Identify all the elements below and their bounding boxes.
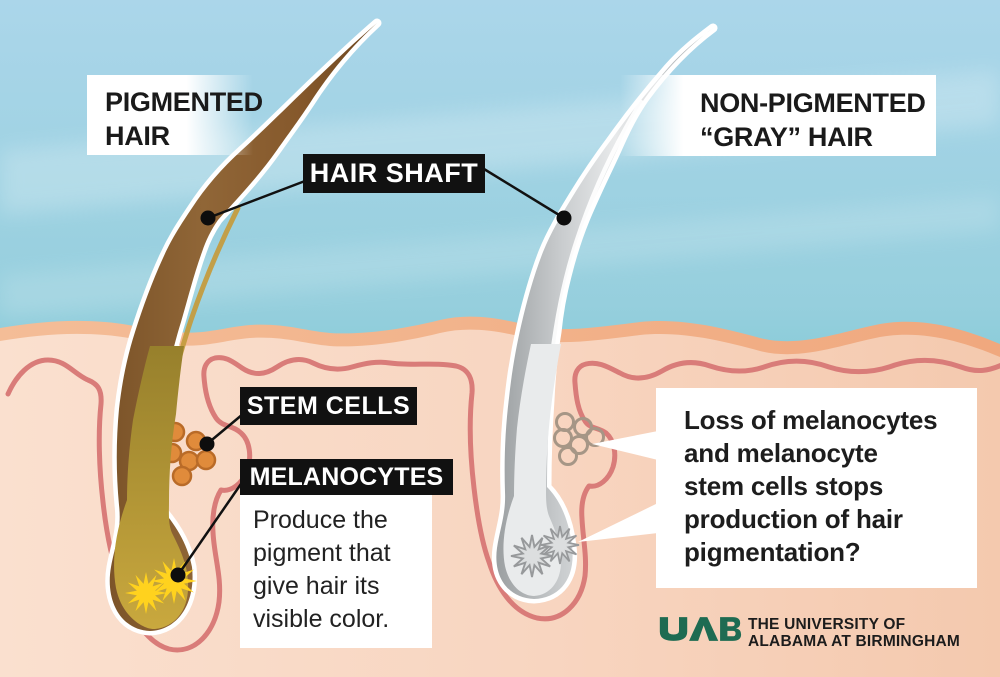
- note-pointer-to-melanocytes: [578, 503, 658, 542]
- leader-dot: [170, 567, 186, 583]
- pigmented-hair-root-inner: [114, 346, 189, 630]
- uab-letter-u: [659, 617, 688, 641]
- leader-line-hair-shaft-right: [483, 167, 565, 220]
- uab-logo-text: THE UNIVERSITY OF ALABAMA AT BIRMINGHAM: [748, 614, 960, 650]
- gray-hair-root-inner: [503, 344, 562, 596]
- note-line: production of hair: [684, 504, 903, 534]
- leader-line-melanocytes: [176, 480, 245, 576]
- leader-line-stem-cells: [206, 413, 244, 445]
- uab-logo-mark: [659, 617, 742, 641]
- empty-stem-cell-ring: [569, 435, 589, 455]
- description-line: Produce the: [253, 506, 388, 534]
- leader-dot: [200, 210, 216, 226]
- melanocytes-description: Produce the pigment that give hair its v…: [240, 495, 432, 648]
- note-pointer-to-stem-cells: [592, 431, 658, 460]
- description-line: give hair its: [253, 572, 380, 600]
- gray-hair: [491, 23, 718, 604]
- leader-dot: [199, 436, 215, 452]
- gray-hair-note: Loss of melanocytes and melanocyte stem …: [656, 388, 977, 588]
- leader-dot: [556, 210, 572, 226]
- uab-letter-b: [720, 617, 742, 641]
- uab-name-line: THE UNIVERSITY OF: [748, 616, 906, 633]
- empty-stem-cell-ring: [553, 428, 573, 448]
- sky-light-streak: [0, 195, 1000, 318]
- stem-cell-dot: [171, 465, 193, 487]
- follicle-outline: [5, 355, 1000, 653]
- label-stem-cells: STEM CELLS: [240, 387, 417, 425]
- leader-lines: [176, 167, 565, 576]
- label-line: PIGMENTED: [105, 87, 263, 117]
- empty-stem-cell-ring: [558, 446, 578, 466]
- note-line: and melanocyte: [684, 438, 878, 468]
- leader-line-hair-shaft-left: [207, 179, 306, 220]
- leader-dots: [170, 210, 572, 583]
- label-pigmented-hair: PIGMENTED HAIR: [87, 75, 263, 155]
- stem-cells-gray: [553, 412, 605, 466]
- label-melanocytes: MELANOCYTES: [240, 459, 453, 495]
- empty-stem-cell-ring: [573, 417, 593, 437]
- empty-stem-cell-ring: [585, 427, 605, 447]
- description-line: visible color.: [253, 605, 390, 633]
- label-line: “GRAY” HAIR: [700, 122, 873, 152]
- uab-letter-a: [689, 617, 719, 641]
- label-line: NON-PIGMENTED: [700, 88, 926, 118]
- label-hair-shaft: HAIR SHAFT: [303, 154, 485, 193]
- uab-logo: THE UNIVERSITY OF ALABAMA AT BIRMINGHAM: [658, 614, 960, 650]
- note-line: pigmentation?: [684, 537, 861, 567]
- pigmented-hair: [105, 18, 382, 636]
- uab-name-line: ALABAMA AT BIRMINGHAM: [748, 633, 960, 650]
- note-line: stem cells stops: [684, 471, 884, 501]
- description-line: pigment that: [253, 539, 391, 567]
- stem-cell-dot: [195, 449, 217, 471]
- label-non-pigmented-hair: NON-PIGMENTED “GRAY” HAIR: [620, 75, 936, 156]
- note-line: Loss of melanocytes: [684, 405, 938, 435]
- label-line: HAIR: [105, 121, 170, 151]
